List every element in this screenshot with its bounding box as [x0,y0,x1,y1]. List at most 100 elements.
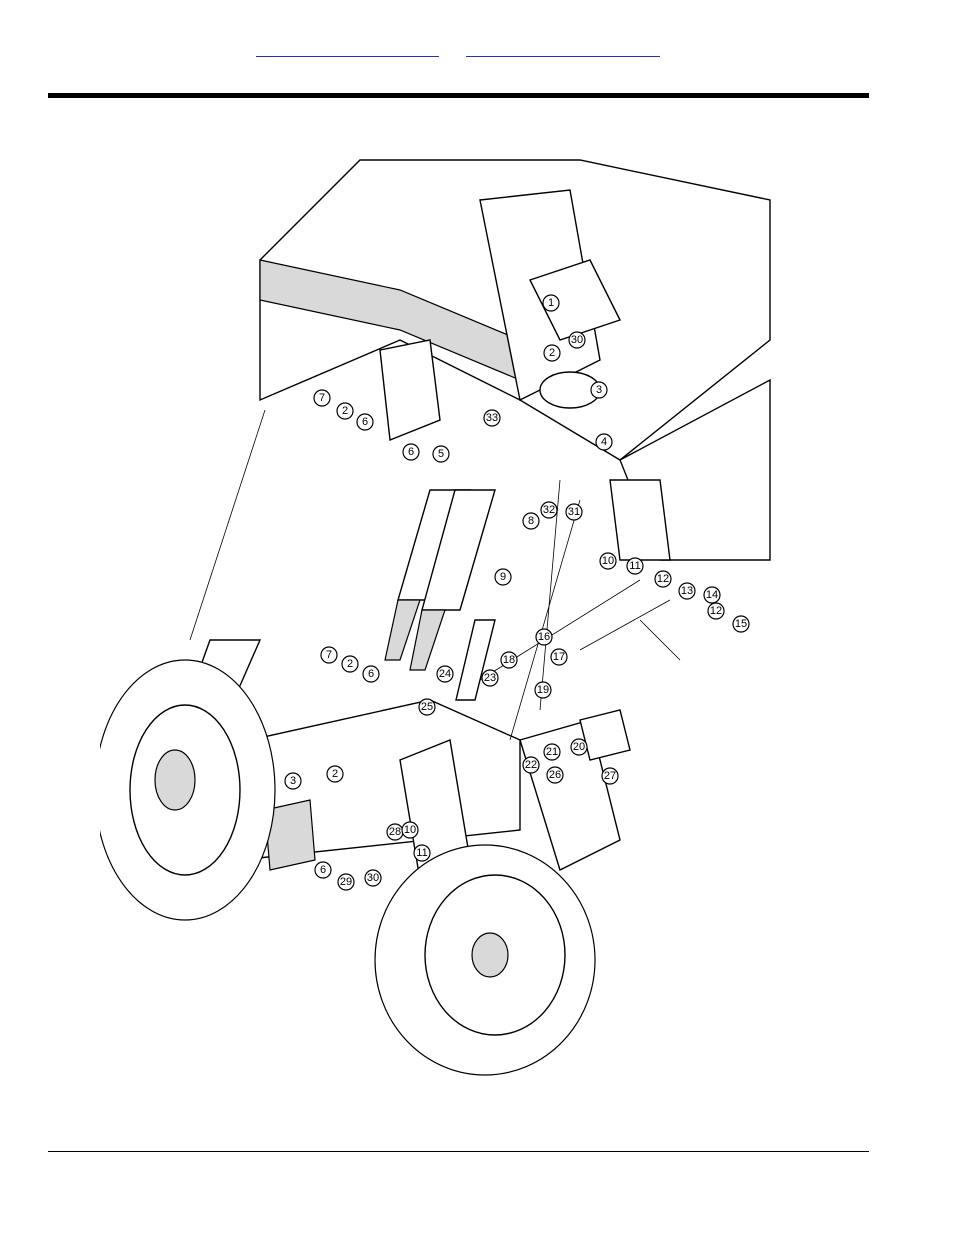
callout: 18 [500,651,518,669]
frame-drawing [259,159,771,561]
svg-text:33: 33 [486,412,498,424]
callout: 33 [483,409,501,427]
svg-text:24: 24 [439,668,451,680]
linkage-drawing [189,409,681,761]
callout: 11 [626,557,644,575]
parts-diagram: 1 30 2 3 7 2 6 33 6 5 4 32 31 8 9 10 11 … [100,140,780,1080]
svg-text:1: 1 [548,297,554,309]
callout: 20 [570,738,588,756]
callout: 12 [654,570,672,588]
header-rule [48,93,869,98]
svg-text:10: 10 [404,824,416,836]
svg-text:2: 2 [549,347,555,359]
svg-text:12: 12 [657,573,669,585]
svg-text:8: 8 [528,515,534,527]
callout: 11 [413,844,431,862]
svg-text:13: 13 [681,585,693,597]
callout: 13 [678,582,696,600]
callout: 23 [481,669,499,687]
svg-text:5: 5 [438,448,444,460]
svg-text:27: 27 [604,770,616,782]
callout: 6 [314,861,332,879]
svg-text:3: 3 [596,384,602,396]
callout: 3 [590,381,608,399]
callout: 31 [565,503,583,521]
svg-text:14: 14 [706,589,718,601]
svg-text:10: 10 [602,555,614,567]
cylinder-drawing [384,489,496,701]
svg-text:6: 6 [320,864,326,876]
callout: 10 [401,821,419,839]
svg-text:6: 6 [368,668,374,680]
callout: 4 [595,433,613,451]
callout: 14 [703,586,721,604]
callout: 7 [313,389,331,407]
callout: 17 [550,648,568,666]
callout: 29 [337,873,355,891]
svg-text:11: 11 [629,560,640,572]
callout: 1 [542,294,560,312]
callout: 2 [543,344,561,362]
svg-text:31: 31 [568,506,580,518]
wheel-left [100,659,276,921]
svg-text:26: 26 [549,769,561,781]
svg-text:12: 12 [710,605,722,617]
callout: 6 [402,443,420,461]
callout: 15 [732,615,750,633]
svg-text:32: 32 [543,504,555,516]
callout: 2 [326,765,344,783]
svg-text:21: 21 [546,746,558,758]
callout: 2 [336,402,354,420]
callout: 30 [364,869,382,887]
svg-text:11: 11 [416,847,427,859]
svg-text:4: 4 [601,436,607,448]
footer-rule [48,1151,869,1152]
svg-text:16: 16 [538,631,550,643]
svg-text:25: 25 [421,701,433,713]
svg-text:9: 9 [500,571,506,583]
callout: 3 [284,772,302,790]
callout: 24 [436,665,454,683]
callout: 19 [534,681,552,699]
svg-text:20: 20 [573,741,585,753]
callout: 8 [522,512,540,530]
svg-text:3: 3 [290,775,296,787]
callout: 16 [535,628,553,646]
callout: 32 [540,501,558,519]
svg-text:22: 22 [525,759,537,771]
svg-text:7: 7 [319,392,325,404]
wheel-right [374,844,596,1076]
callout: 27 [601,767,619,785]
svg-text:2: 2 [347,658,353,670]
callout: 6 [356,413,374,431]
callout: 9 [494,568,512,586]
callout: 6 [362,665,380,683]
svg-text:15: 15 [735,618,747,630]
svg-text:6: 6 [362,416,368,428]
callout: 2 [341,655,359,673]
callout: 22 [522,756,540,774]
callout: 28 [386,823,404,841]
svg-text:6: 6 [408,446,414,458]
svg-text:30: 30 [571,334,583,346]
svg-text:19: 19 [537,684,549,696]
callout: 25 [418,698,436,716]
svg-text:28: 28 [389,826,401,838]
callout: 26 [546,766,564,784]
svg-text:18: 18 [503,654,515,666]
svg-text:30: 30 [367,872,379,884]
callout: 21 [543,743,561,761]
callout: 30 [568,331,586,349]
callout: 7 [320,646,338,664]
callouts: 1 30 2 3 7 2 6 33 6 5 4 32 31 8 9 10 11 … [284,294,750,891]
svg-text:23: 23 [484,672,496,684]
svg-text:7: 7 [326,649,332,661]
svg-text:2: 2 [342,405,348,417]
callout: 12 [707,602,725,620]
svg-text:2: 2 [332,768,338,780]
svg-text:29: 29 [340,876,352,888]
header-link-1[interactable] [256,40,439,57]
callout: 5 [432,445,450,463]
callout: 10 [599,552,617,570]
header-link-2[interactable] [466,40,660,57]
